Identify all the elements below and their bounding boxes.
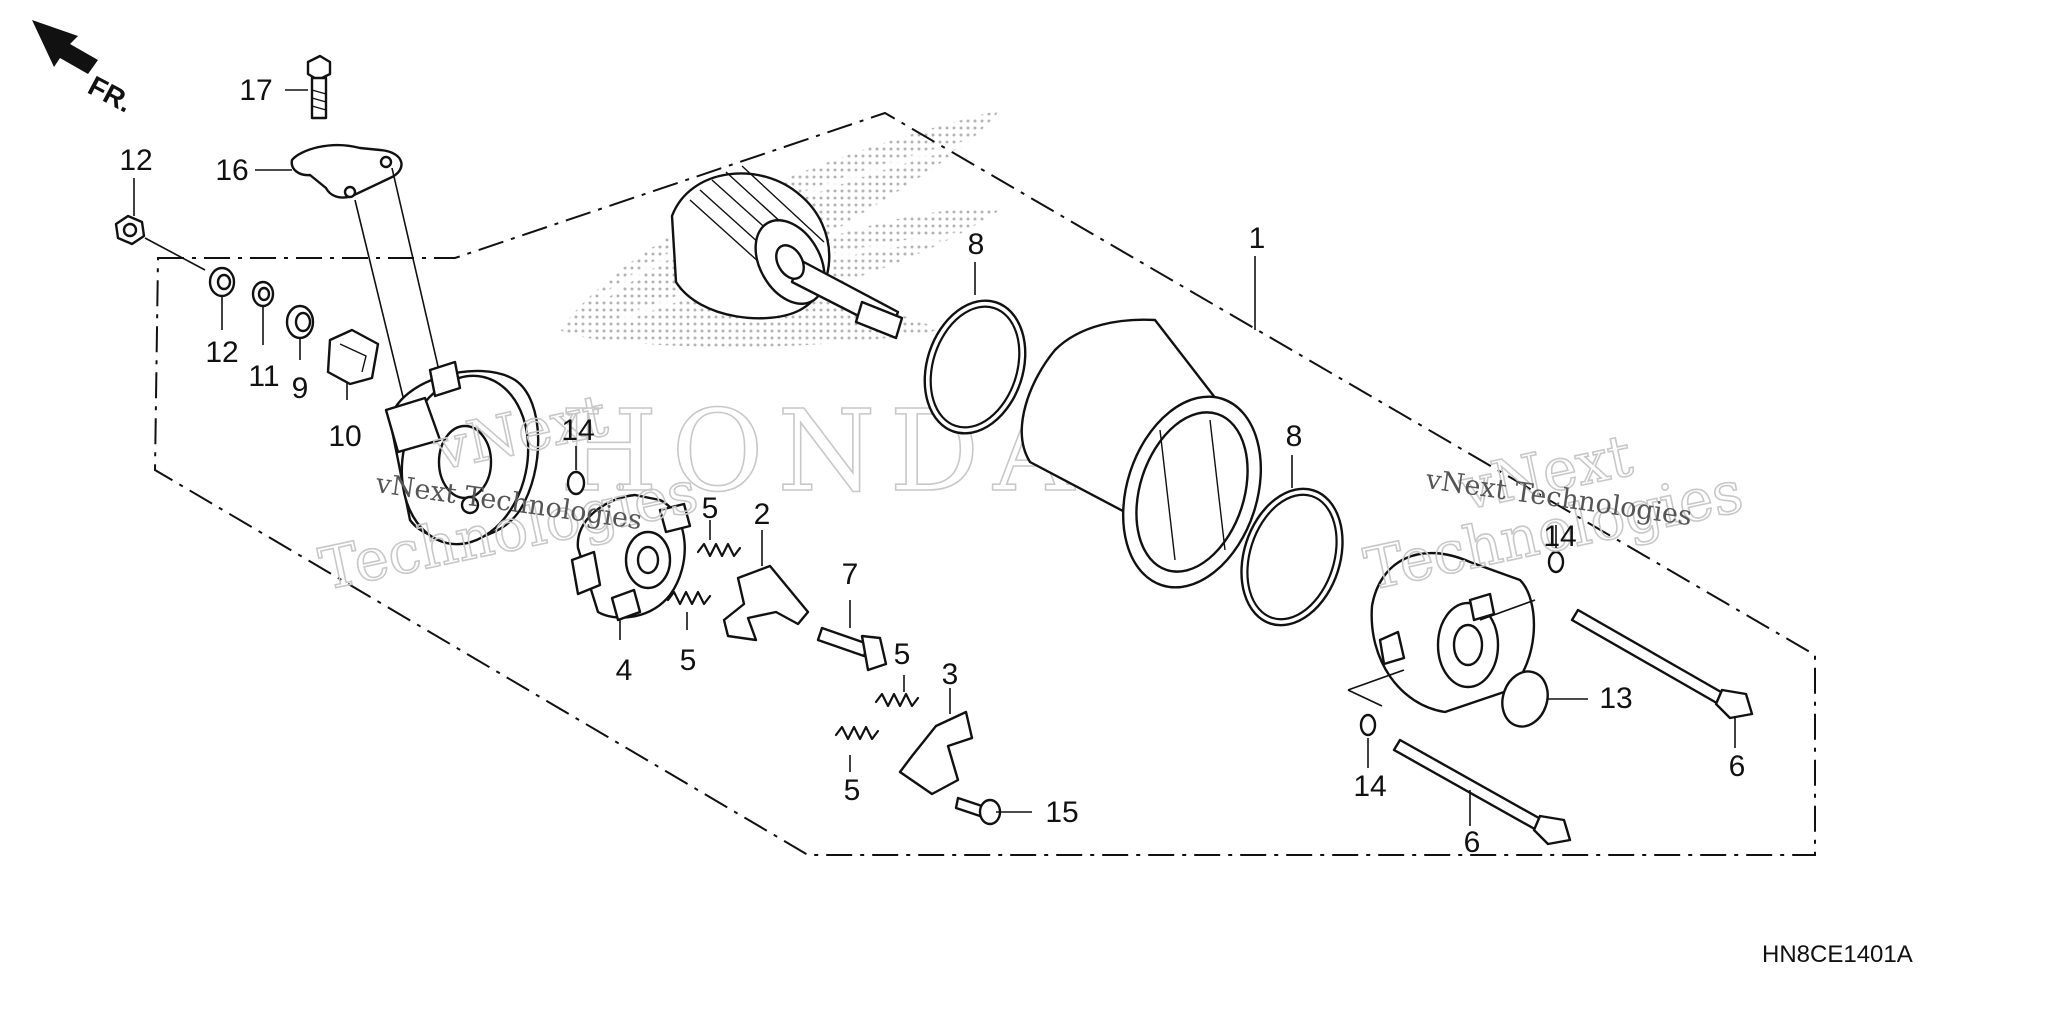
motor-yoke <box>1020 318 1263 589</box>
assembly-boundary <box>153 111 1816 856</box>
callout-4: 4 <box>616 654 633 687</box>
part-11-washer <box>251 280 275 308</box>
callout-5-d: 5 <box>844 774 861 807</box>
part-12-washer <box>208 266 236 298</box>
armature <box>670 165 904 340</box>
callout-6-b: 6 <box>1464 826 1481 859</box>
callout-14-b: 14 <box>1543 520 1576 553</box>
callout-16: 16 <box>215 154 248 187</box>
part-5-spring-d <box>834 725 880 741</box>
callout-1: 1 <box>1249 222 1266 255</box>
direction-label: FR. <box>83 70 137 119</box>
callout-12-b: 12 <box>205 336 238 369</box>
callout-17: 17 <box>239 74 272 107</box>
part-5-spring-b <box>666 590 712 606</box>
front-cover <box>1370 551 1536 714</box>
callout-14-c: 14 <box>1353 770 1386 803</box>
part-12-nut-top <box>114 214 146 246</box>
callout-8-a: 8 <box>968 228 985 261</box>
callout-13: 13 <box>1599 682 1632 715</box>
callout-5-a: 5 <box>702 492 719 525</box>
callout-5-c: 5 <box>894 638 911 671</box>
callout-7: 7 <box>842 558 859 591</box>
part-14-oring-left <box>566 470 586 496</box>
part-8-oring-lower <box>1240 487 1344 627</box>
callout-12-a: 12 <box>119 144 152 177</box>
part-13-oring <box>1501 670 1549 728</box>
callout-2: 2 <box>754 498 771 531</box>
part-16-bracket <box>290 143 403 199</box>
front-direction-arrow-icon <box>32 20 98 74</box>
part-15-screw <box>954 796 1002 826</box>
part-8-oring-upper <box>923 299 1027 435</box>
callout-10: 10 <box>328 420 361 453</box>
callout-14-a: 14 <box>561 414 594 447</box>
part-2-brush <box>722 564 810 642</box>
part-4-brush-holder <box>570 493 692 622</box>
part-3-brush <box>898 710 974 796</box>
part-5-spring-c <box>874 692 920 708</box>
callout-3: 3 <box>942 658 959 691</box>
diagram-code: HN8CE1401A <box>1762 941 1913 968</box>
part-6-through-bolt-upper <box>1570 608 1754 720</box>
part-17-bolt <box>306 54 332 120</box>
callout-8-b: 8 <box>1286 420 1303 453</box>
leader-lines <box>133 89 1736 826</box>
callout-9: 9 <box>292 372 309 405</box>
callout-6-a: 6 <box>1729 750 1746 783</box>
part-6-through-bolt-lower <box>1392 738 1572 846</box>
part-14-oring-bottom <box>1359 713 1377 737</box>
part-10-terminal-insulator <box>326 328 380 386</box>
callout-15: 15 <box>1045 796 1078 829</box>
rear-cover-housing <box>384 360 540 546</box>
part-9-insulator <box>285 304 315 340</box>
part-7-terminal-bolt <box>816 626 888 672</box>
part-14-oring-right <box>1547 550 1565 574</box>
callout-5-b: 5 <box>680 644 697 677</box>
callout-11: 11 <box>248 360 279 393</box>
part-5-spring-a <box>696 542 742 558</box>
